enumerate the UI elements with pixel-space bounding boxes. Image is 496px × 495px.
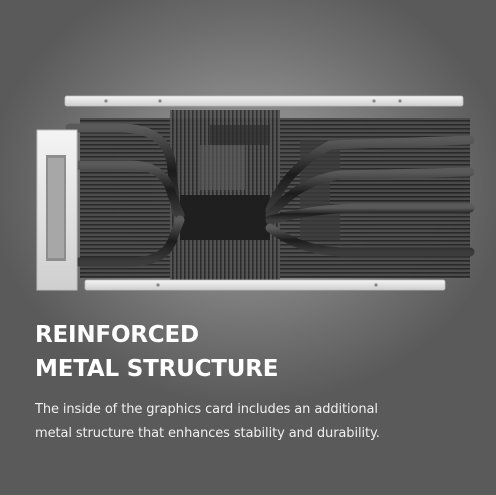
description-line-1: The inside of the graphics card includes… — [35, 402, 378, 417]
feature-headline: REINFORCED METAL STRUCTURE — [35, 318, 278, 386]
heatpipes — [65, 123, 475, 267]
headline-line-2: METAL STRUCTURE — [35, 356, 279, 382]
description-line-2: metal structure that enhances stability … — [35, 426, 380, 441]
graphics-card-cooler-illustration — [36, 95, 475, 291]
headline-line-1: REINFORCED — [35, 322, 199, 348]
top-reinforcement-rail — [64, 95, 464, 107]
io-bracket — [36, 129, 78, 291]
bottom-reinforcement-rail — [84, 279, 446, 291]
feature-description: The inside of the graphics card includes… — [35, 398, 475, 446]
gpu-contact-block — [180, 195, 270, 240]
